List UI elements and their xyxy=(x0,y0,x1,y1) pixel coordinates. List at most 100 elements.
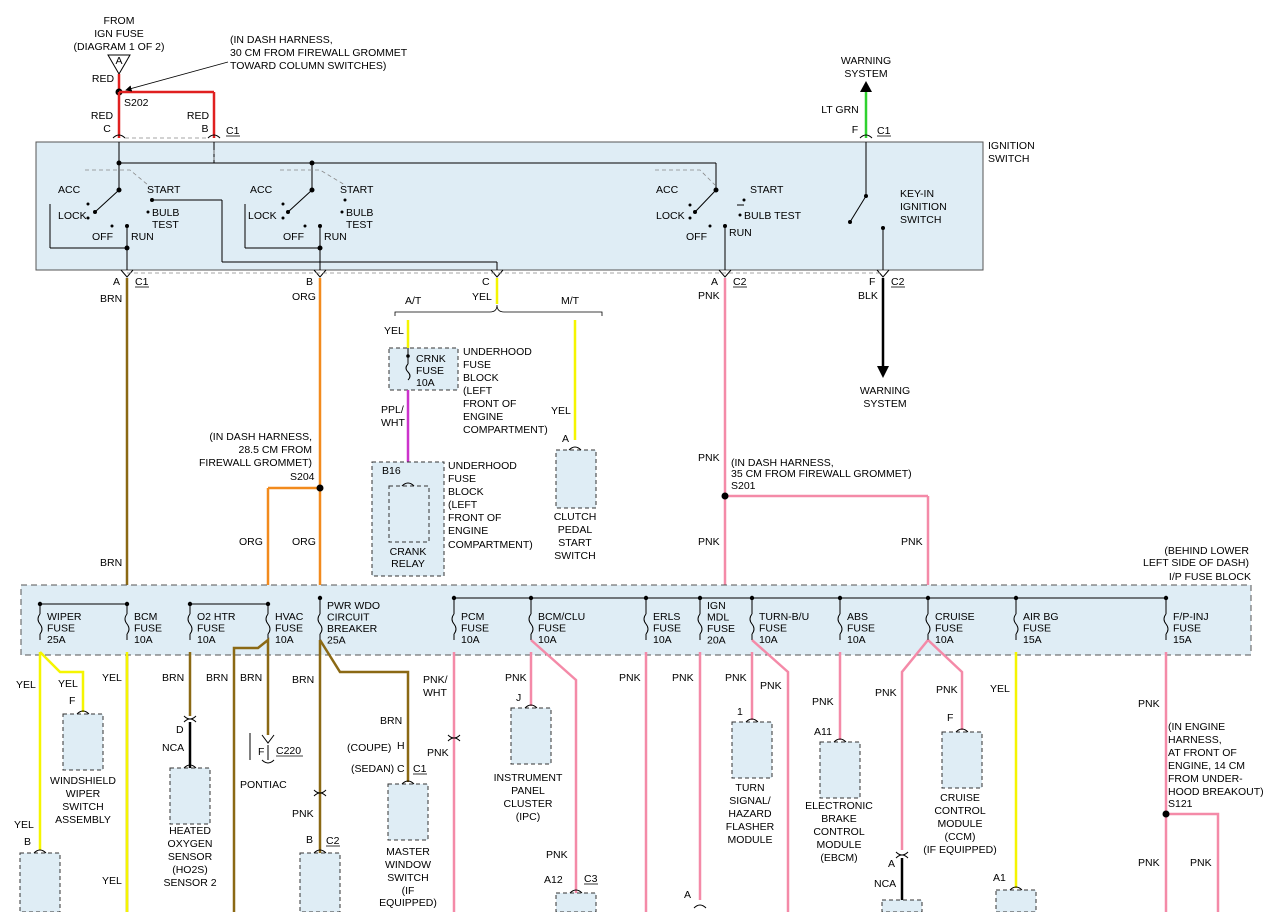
s201-note: PNK (IN DASH HARNESS, 35 CM FROM FIREWAL… xyxy=(698,452,912,492)
svg-text:BULB: BULB xyxy=(346,207,373,219)
fuse-label: FUSE xyxy=(47,623,75,635)
svg-text:C: C xyxy=(397,763,405,775)
warning-system-bottom: WARNING SYSTEM xyxy=(860,278,910,410)
start-branch: YEL A/T M/T YEL YEL xyxy=(384,278,603,440)
svg-text:RED: RED xyxy=(187,110,210,122)
svg-text:PNK: PNK xyxy=(698,452,720,464)
svg-text:YEL: YEL xyxy=(58,678,78,690)
svg-text:BULB: BULB xyxy=(152,207,179,219)
fuse-label: 10A xyxy=(847,634,866,646)
ignition-bottom-pins xyxy=(120,269,890,278)
fuse-label: 25A xyxy=(47,634,66,646)
svg-text:PEDAL: PEDAL xyxy=(558,524,593,536)
svg-text:F: F xyxy=(258,746,264,758)
svg-text:C2: C2 xyxy=(891,276,905,288)
svg-text:F: F xyxy=(852,124,858,136)
svg-text:TOWARD COLUMN SWITCHES): TOWARD COLUMN SWITCHES) xyxy=(230,60,386,72)
svg-text:D: D xyxy=(176,724,184,736)
svg-text:PNK: PNK xyxy=(760,680,782,692)
svg-text:A: A xyxy=(562,433,569,445)
mid-wire-labels: BRN ORG ORG PNK PNK xyxy=(100,536,923,569)
svg-text:PNK: PNK xyxy=(1138,698,1160,710)
fuse-label: FUSE xyxy=(935,623,963,635)
svg-text:SIGNAL/: SIGNAL/ xyxy=(729,795,771,807)
svg-text:(CCM): (CCM) xyxy=(945,831,976,843)
svg-text:SENSOR: SENSOR xyxy=(168,851,213,863)
svg-text:CONTROL: CONTROL xyxy=(934,805,985,817)
fuse-label: 10A xyxy=(461,634,480,646)
svg-text:MASTER: MASTER xyxy=(386,846,430,858)
fuse-label: BCM xyxy=(134,611,157,623)
crank-relay: B16 CRANK RELAY xyxy=(371,461,445,577)
svg-text:WIPER: WIPER xyxy=(66,788,101,800)
svg-text:35 CM FROM FIREWALL GROMMET): 35 CM FROM FIREWALL GROMMET) xyxy=(731,468,912,480)
svg-text:BRN: BRN xyxy=(206,672,228,684)
svg-text:C220: C220 xyxy=(276,745,301,757)
svg-text:(IN DASH HARNESS,: (IN DASH HARNESS, xyxy=(209,431,312,443)
svg-text:PANEL: PANEL xyxy=(511,785,545,797)
svg-text:PNK: PNK xyxy=(901,536,923,548)
svg-text:BRN: BRN xyxy=(100,293,122,305)
fuse-label: O2 HTR xyxy=(197,611,236,623)
svg-text:PNK: PNK xyxy=(698,290,720,302)
svg-text:PNK: PNK xyxy=(1190,857,1212,869)
svg-text:YEL: YEL xyxy=(16,679,36,691)
svg-text:KEY-IN: KEY-IN xyxy=(900,188,934,200)
svg-text:BRN: BRN xyxy=(380,715,402,727)
fuse-label: 10A xyxy=(197,634,216,646)
fuse-label: 10A xyxy=(759,634,778,646)
svg-text:YEL: YEL xyxy=(384,325,404,337)
svg-text:I/P FUSE BLOCK: I/P FUSE BLOCK xyxy=(1169,571,1251,583)
svg-text:ENGINE: ENGINE xyxy=(463,411,503,423)
svg-text:A11: A11 xyxy=(814,726,832,738)
svg-text:RUN: RUN xyxy=(131,231,154,243)
svg-text:(IN DASH HARNESS,: (IN DASH HARNESS, xyxy=(731,457,834,469)
ignition-bottom-pin-labels: A C1 B C A C2 F C2 BRN ORG PNK BLK xyxy=(100,276,905,305)
svg-text:AT FRONT OF: AT FRONT OF xyxy=(1168,747,1237,759)
svg-text:(IPC): (IPC) xyxy=(516,811,541,823)
wiper-circuit: YEL YEL F WINDSHIELD WIPER SWITCH ASSEMB… xyxy=(14,651,116,912)
fuse-label: 15A xyxy=(1023,634,1042,646)
svg-text:C2: C2 xyxy=(326,835,340,847)
svg-text:PNK: PNK xyxy=(875,687,897,699)
svg-text:EQUIPPED): EQUIPPED) xyxy=(379,897,437,909)
svg-text:HARNESS,: HARNESS, xyxy=(1168,734,1222,746)
splice-s201 xyxy=(721,492,729,500)
svg-text:F: F xyxy=(869,276,875,288)
svg-text:(IN DASH HARNESS,: (IN DASH HARNESS, xyxy=(230,34,333,46)
s202-note: (IN DASH HARNESS, 30 CM FROM FIREWALL GR… xyxy=(125,34,408,92)
svg-text:C1: C1 xyxy=(877,125,891,137)
svg-text:CRANK: CRANK xyxy=(390,546,427,558)
svg-text:FRONT OF: FRONT OF xyxy=(448,512,501,524)
svg-text:A: A xyxy=(684,889,691,901)
fuse-label: ABS xyxy=(847,611,868,623)
svg-text:BULB TEST: BULB TEST xyxy=(744,210,802,222)
svg-text:SENSOR 2: SENSOR 2 xyxy=(163,877,216,889)
fuse-label: 25A xyxy=(327,635,346,647)
fuse-label: WIPER xyxy=(47,611,82,623)
svg-text:RELAY: RELAY xyxy=(391,558,425,570)
erls-circuit: PNK xyxy=(619,652,648,912)
svg-text:LOCK: LOCK xyxy=(656,210,685,222)
ip-fuse-block xyxy=(20,584,1252,656)
svg-text:WINDOW: WINDOW xyxy=(385,859,431,871)
svg-text:PNK: PNK xyxy=(292,808,314,820)
svg-text:START: START xyxy=(750,184,784,196)
svg-text:RUN: RUN xyxy=(324,231,347,243)
fuse-label: 10A xyxy=(275,634,294,646)
svg-text:IGNITION: IGNITION xyxy=(988,140,1035,152)
svg-text:ORG: ORG xyxy=(292,536,316,548)
o2-heater-circuit: BRN BRN D NCA HEATED OXYGEN SENSOR (HO2S… xyxy=(162,652,228,889)
svg-text:IGNITION: IGNITION xyxy=(900,201,947,213)
svg-text:PNK: PNK xyxy=(936,684,958,696)
underhood-fuse-block-label-1: UNDERHOOD FUSE BLOCK (LEFT FRONT OF ENGI… xyxy=(463,346,548,436)
splice-s202-label: S202 xyxy=(124,97,149,109)
svg-text:MODULE: MODULE xyxy=(728,834,773,846)
